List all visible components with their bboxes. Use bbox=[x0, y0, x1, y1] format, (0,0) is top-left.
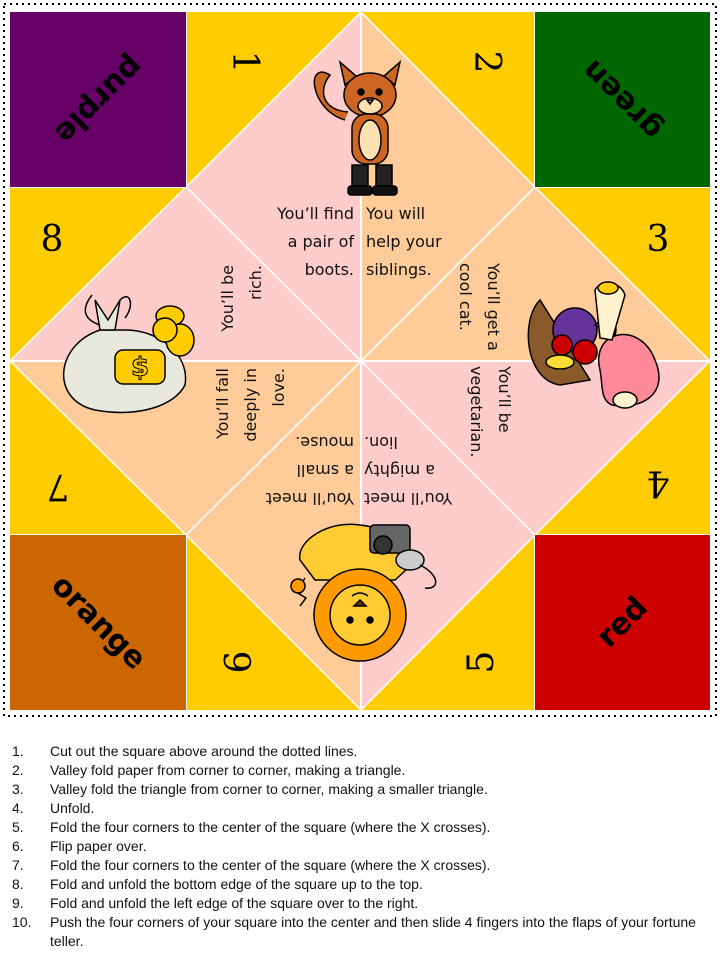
instruction-item: 2.Valley fold paper from corner to corne… bbox=[12, 762, 406, 778]
number-7: 7 bbox=[47, 466, 70, 507]
instruction-item: 1.Cut out the square above around the do… bbox=[12, 743, 358, 759]
money-bag-symbol: $ bbox=[131, 353, 149, 383]
instruction-item: 7.Fold the four corners to the center of… bbox=[12, 857, 491, 873]
instruction-item: 9.Fold and unfold the left edge of the s… bbox=[12, 895, 419, 911]
instruction-item: 5.Fold the four corners to the center of… bbox=[12, 819, 491, 835]
cut-line bbox=[3, 3, 717, 717]
corner-green bbox=[535, 12, 710, 187]
number-3: 3 bbox=[647, 219, 670, 260]
corner-purple bbox=[10, 12, 186, 187]
number-4: 4 bbox=[647, 462, 670, 503]
instruction-item: 10.Push the four corners of your square … bbox=[12, 914, 696, 949]
number-5: 5 bbox=[461, 651, 502, 674]
money-bag-icon: $ bbox=[62, 294, 195, 414]
instruction-item: 3.Valley fold the triangle from corner t… bbox=[12, 781, 488, 797]
lion-and-mouse-icon bbox=[290, 523, 437, 662]
number-2: 2 bbox=[466, 51, 507, 74]
corner-red bbox=[535, 535, 710, 710]
instruction-item: 8.Fold and unfold the bottom edge of the… bbox=[12, 876, 423, 892]
fortune-teller-sheet: purple green orange red 1 2 3 4 5 6 7 8 bbox=[3, 3, 717, 717]
number-8: 8 bbox=[41, 219, 64, 260]
instructions-list: 1.Cut out the square above around the do… bbox=[12, 742, 702, 951]
number-6: 6 bbox=[219, 651, 260, 674]
cat-in-boots-icon bbox=[313, 59, 402, 196]
number-1: 1 bbox=[224, 51, 265, 74]
instruction-item: 6.Flip paper over. bbox=[12, 838, 147, 854]
fruit-and-ham-icon bbox=[527, 281, 660, 409]
instruction-item: 4.Unfold. bbox=[12, 800, 95, 816]
corner-orange bbox=[10, 535, 186, 710]
